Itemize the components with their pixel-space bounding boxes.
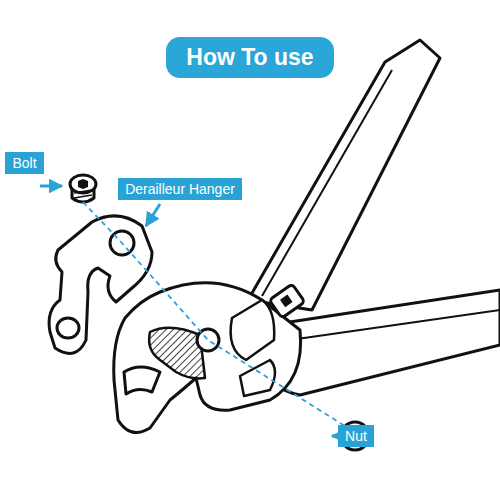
bolt-socket xyxy=(280,295,293,308)
axis-line xyxy=(83,202,348,428)
bolt-thread xyxy=(74,190,92,198)
label-text: Derailleur Hanger xyxy=(125,181,235,197)
leader-arrow xyxy=(40,185,62,188)
bolt-head xyxy=(70,175,96,193)
derailleur-hanger xyxy=(49,216,152,354)
seat-stay-edge xyxy=(262,70,392,296)
dropout-pocket xyxy=(240,360,275,396)
label-text: Bolt xyxy=(12,155,36,171)
title-pill: How To use xyxy=(166,37,333,78)
callout-label: Bolt xyxy=(5,152,44,174)
chain-stay-edge xyxy=(290,310,500,340)
bolt-socket xyxy=(78,179,88,189)
leader-arrow xyxy=(146,204,160,226)
dropout-slot xyxy=(124,367,160,394)
hanger-hole xyxy=(57,318,79,338)
title: How To use xyxy=(186,44,313,71)
label-text: Nut xyxy=(345,428,367,444)
callout-label: Derailleur Hanger xyxy=(118,178,242,200)
stay-bolt xyxy=(269,284,305,318)
callout-label: Nut xyxy=(338,425,374,447)
dropout-pocket xyxy=(231,300,275,360)
seat-stay xyxy=(248,40,440,310)
